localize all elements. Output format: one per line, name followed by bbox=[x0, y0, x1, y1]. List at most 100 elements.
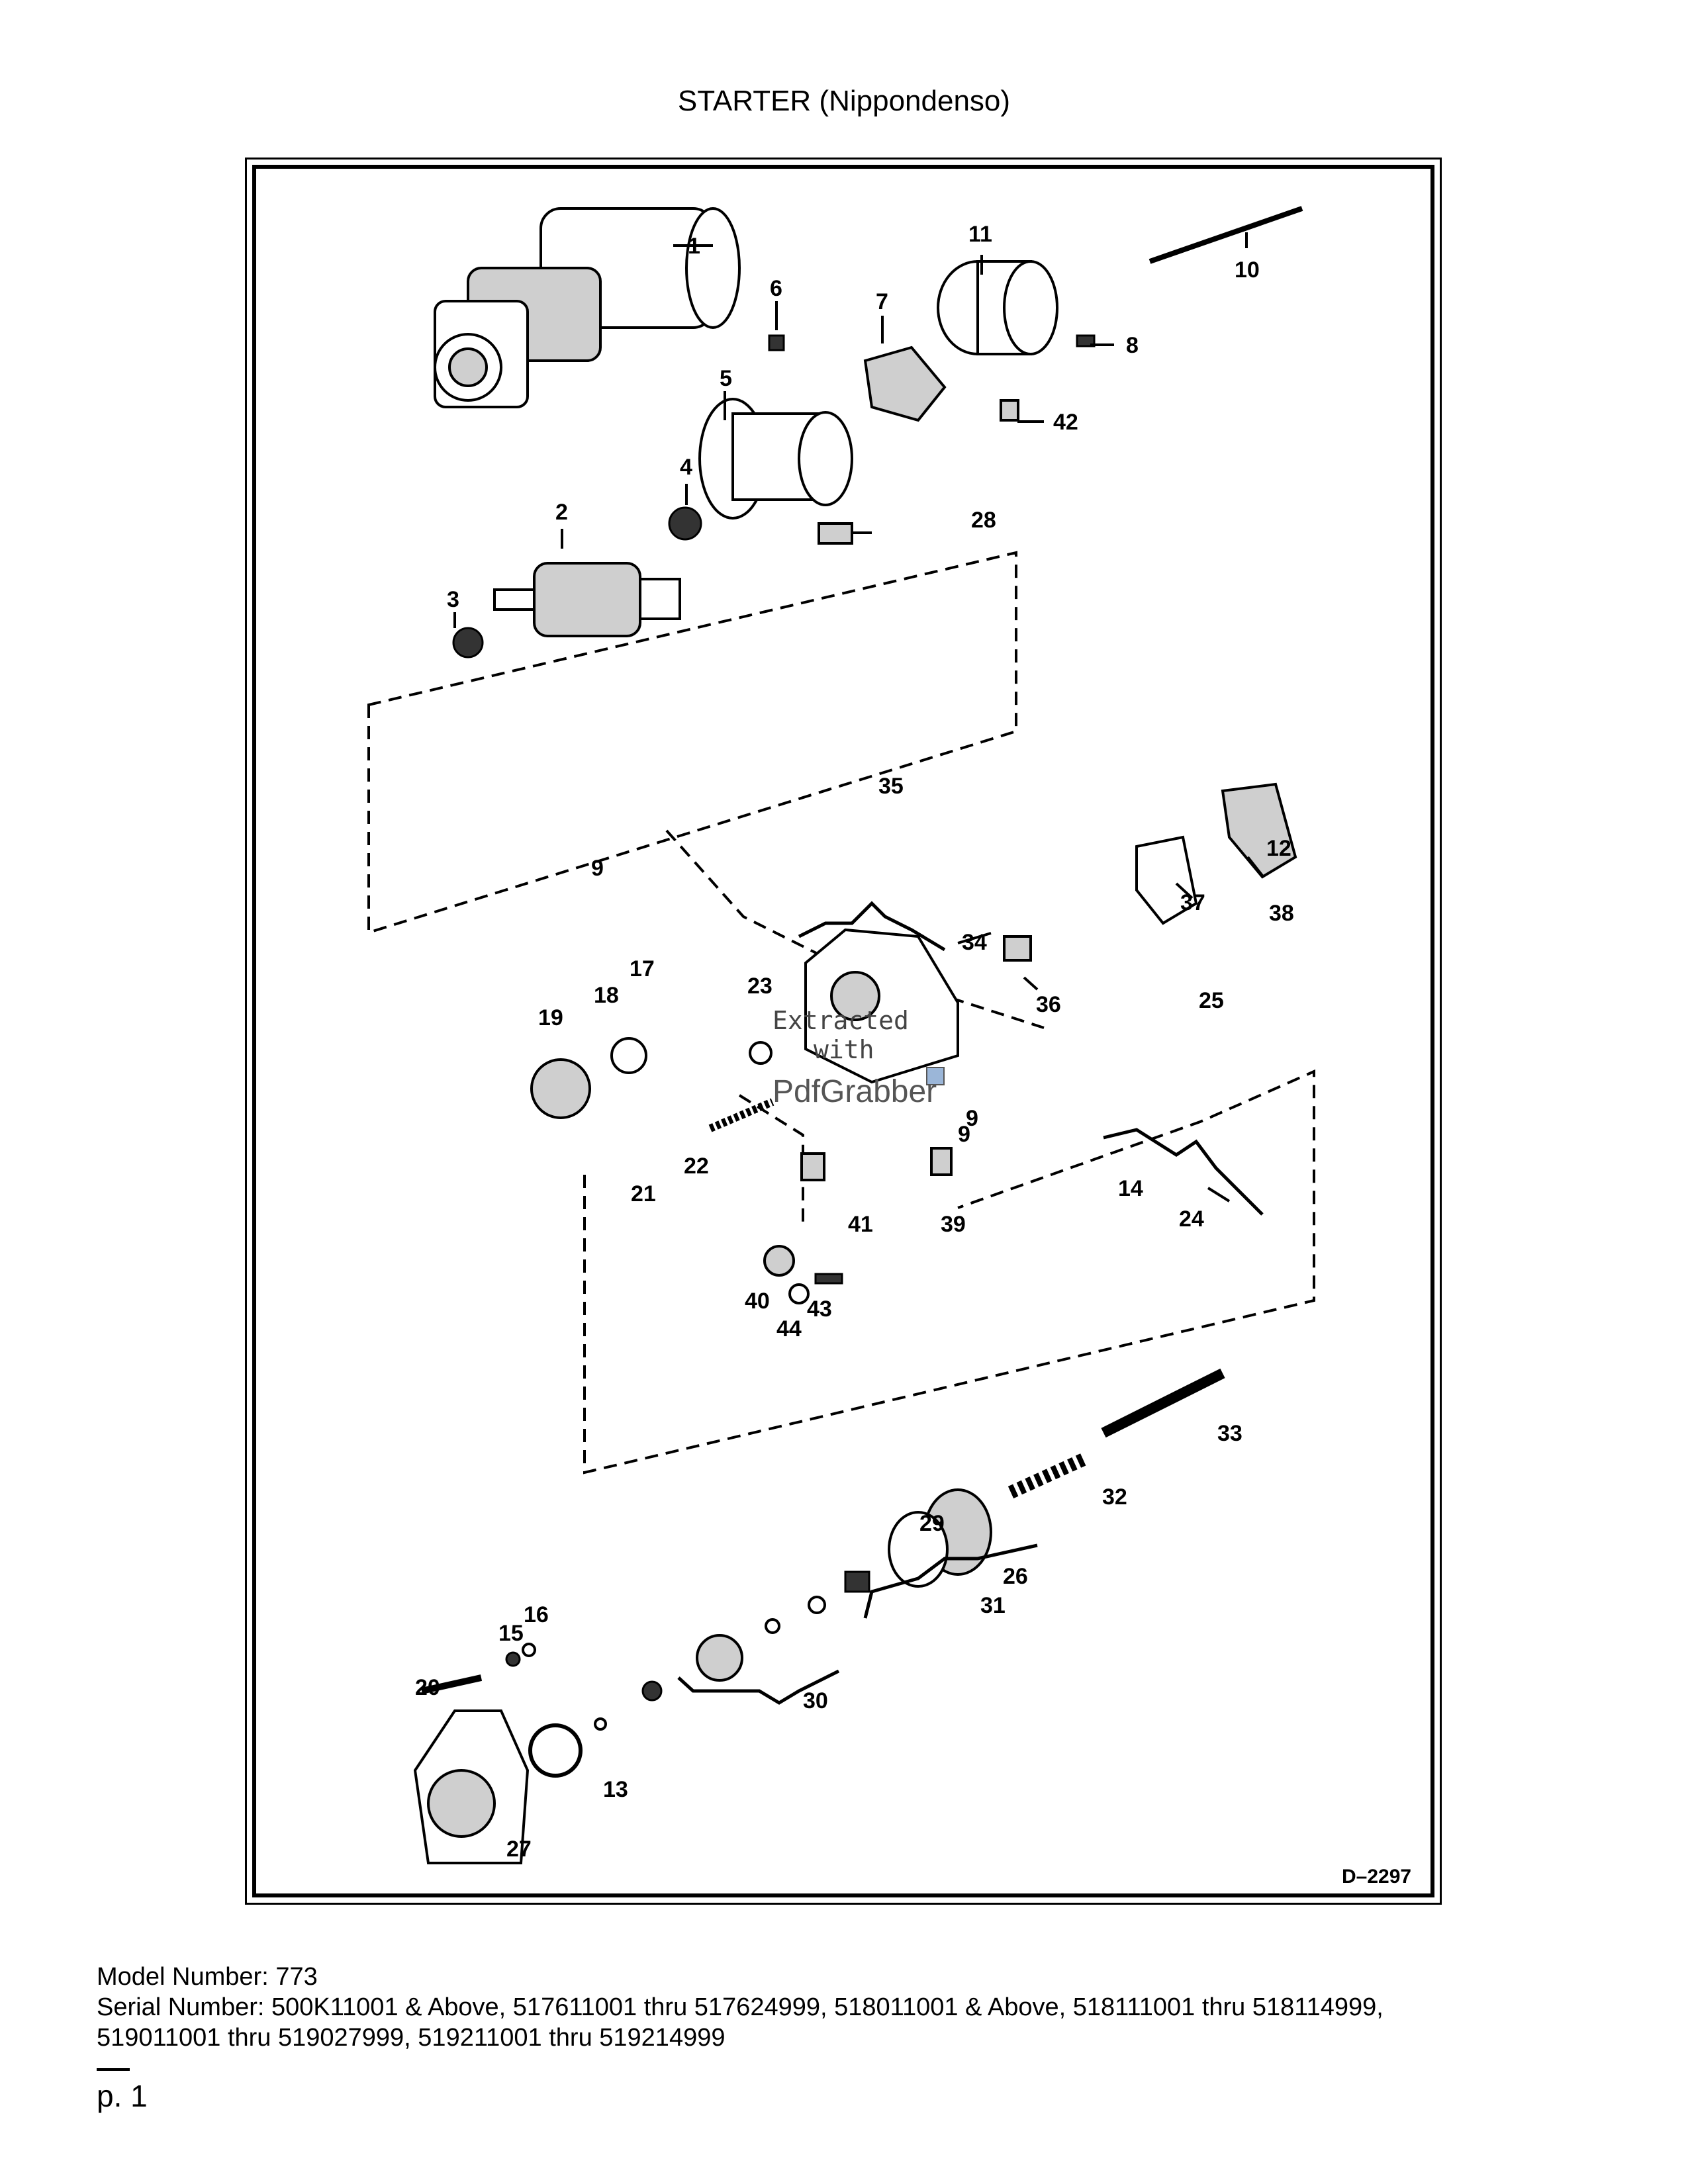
cover-38-drawing bbox=[1221, 782, 1297, 879]
screw-8-drawing bbox=[1076, 334, 1096, 347]
leader-lines bbox=[453, 232, 1264, 1203]
bolt-20-drawing bbox=[420, 1674, 483, 1694]
callout-label: 28 bbox=[971, 508, 996, 533]
callout-label: 30 bbox=[803, 1688, 828, 1713]
callout-label: 5 bbox=[720, 366, 732, 391]
callout-label: 20 bbox=[415, 1675, 440, 1700]
callout-label: 22 bbox=[684, 1154, 709, 1179]
callout-label: 26 bbox=[1003, 1564, 1028, 1589]
callout-label: 8 bbox=[1126, 333, 1139, 358]
retainer-drawing bbox=[594, 1717, 607, 1731]
callout-label: 43 bbox=[807, 1297, 832, 1322]
ring-44-drawing bbox=[788, 1283, 810, 1304]
callout-label: 7 bbox=[876, 289, 888, 314]
end-cover-drawing bbox=[937, 260, 1058, 355]
callout-label: 25 bbox=[1199, 988, 1224, 1013]
callout-label: 19 bbox=[538, 1005, 563, 1030]
callout-label: 44 bbox=[776, 1316, 802, 1342]
dashed-outline-lower bbox=[583, 1069, 1315, 1475]
callout-labels: 1 2 3 4 5 6 7 8 9 9 9 10 11 12 13 14 15 … bbox=[415, 222, 1294, 1862]
callout-label: 27 bbox=[506, 1837, 532, 1862]
brace-25 bbox=[1103, 1128, 1264, 1216]
terminal-36-drawing bbox=[1003, 935, 1032, 962]
exploded-parts-diagram: Extracted with PdfGrabber 1 2 3 4 5 6 7 … bbox=[367, 206, 1411, 1888]
brush-holder-drawing bbox=[863, 345, 947, 422]
callout-label: 10 bbox=[1235, 257, 1260, 283]
brace-29 bbox=[863, 1543, 1038, 1619]
gear-19-drawing bbox=[530, 1058, 591, 1119]
page-rule bbox=[97, 2068, 130, 2071]
watermark-logo-icon bbox=[926, 1067, 945, 1085]
nut-6-drawing bbox=[768, 334, 785, 351]
callout-label: 34 bbox=[962, 930, 987, 955]
washer-15-drawing bbox=[505, 1651, 521, 1667]
drive-housing-drawing bbox=[413, 1709, 530, 1864]
callout-label: 1 bbox=[688, 234, 700, 259]
gear-18-drawing bbox=[610, 1037, 647, 1074]
bushing-42-drawing bbox=[1000, 399, 1019, 422]
callout-label: 36 bbox=[1036, 992, 1061, 1017]
page-number: p. 1 bbox=[97, 2079, 148, 2113]
watermark-brand: PdfGrabber bbox=[773, 1074, 937, 1109]
callout-label: 40 bbox=[745, 1289, 770, 1314]
dashed-outline-upper bbox=[367, 551, 1017, 934]
callout-label: 4 bbox=[680, 455, 692, 480]
callout-label: 15 bbox=[498, 1621, 524, 1646]
watermark-line1: Extracted bbox=[773, 1006, 909, 1035]
model-number: Model Number: 773 bbox=[97, 1963, 318, 1991]
spring-31-drawing bbox=[844, 1570, 870, 1593]
callout-label: 6 bbox=[770, 276, 782, 301]
callout-label: 18 bbox=[594, 983, 619, 1008]
serial-line-1: Serial Number: 500K11001 & Above, 517611… bbox=[97, 1993, 1383, 2021]
callout-label: 9 bbox=[966, 1106, 978, 1131]
ring-small-drawing bbox=[765, 1618, 780, 1634]
starter-assembly-drawing bbox=[434, 207, 741, 408]
ring-30-drawing bbox=[808, 1596, 826, 1614]
ring-16-drawing bbox=[522, 1643, 536, 1657]
callout-label: 39 bbox=[941, 1212, 966, 1237]
contact-39-drawing bbox=[930, 1147, 953, 1176]
output-shaft-drawing bbox=[1101, 1368, 1225, 1438]
callout-label: 16 bbox=[524, 1602, 549, 1627]
callout-label: 12 bbox=[1266, 836, 1291, 861]
callout-label: 13 bbox=[603, 1777, 628, 1802]
brace-35 bbox=[798, 901, 946, 952]
watermark-line2: with bbox=[814, 1035, 874, 1064]
callout-label: 2 bbox=[555, 500, 568, 525]
diagram-frame: Extracted with PdfGrabber 1 2 3 4 5 6 7 … bbox=[245, 158, 1442, 1905]
callout-label: 38 bbox=[1269, 901, 1294, 926]
armature-drawing bbox=[493, 562, 681, 637]
footer: Model Number: 773 Serial Number: 500K110… bbox=[97, 1962, 1383, 2053]
diagram-border: Extracted with PdfGrabber 1 2 3 4 5 6 7 … bbox=[252, 165, 1434, 1897]
serial-line-2: 519011001 thru 519027999, 519211001 thru… bbox=[97, 2024, 726, 2052]
plunger-41-drawing bbox=[800, 1152, 825, 1181]
bolt-43-drawing bbox=[814, 1273, 843, 1285]
spring-32-drawing bbox=[1008, 1453, 1087, 1499]
callout-label: 37 bbox=[1180, 890, 1205, 915]
o-ring-13-drawing bbox=[528, 1723, 583, 1778]
washer-23-drawing bbox=[749, 1041, 773, 1065]
callout-label: 42 bbox=[1053, 410, 1078, 435]
washer-lower-drawing bbox=[641, 1680, 663, 1702]
callout-label: 9 bbox=[958, 1122, 970, 1147]
bearing-4-drawing bbox=[668, 506, 702, 541]
callout-label: 11 bbox=[968, 222, 992, 247]
callout-label: 3 bbox=[447, 587, 459, 612]
callout-label: 32 bbox=[1102, 1484, 1127, 1510]
callout-label: 33 bbox=[1217, 1421, 1243, 1446]
clutch-drawing bbox=[888, 1488, 992, 1588]
part-40-drawing bbox=[763, 1245, 795, 1277]
through-bolt-drawing bbox=[1149, 206, 1303, 264]
pinion-drawing bbox=[696, 1634, 743, 1682]
callout-label: 35 bbox=[878, 774, 904, 799]
callout-label: 21 bbox=[631, 1181, 656, 1206]
callout-label: 14 bbox=[1118, 1176, 1143, 1201]
callout-label: 41 bbox=[848, 1212, 873, 1237]
spring-22-drawing bbox=[708, 1098, 774, 1132]
page-title: STARTER (Nippondenso) bbox=[677, 85, 1011, 117]
bearing-3-drawing bbox=[452, 627, 484, 659]
callout-label: 23 bbox=[747, 974, 773, 999]
callout-label: 24 bbox=[1179, 1206, 1204, 1232]
drawing-id: D–2297 bbox=[1342, 1866, 1411, 1888]
callout-label: 31 bbox=[980, 1593, 1006, 1618]
